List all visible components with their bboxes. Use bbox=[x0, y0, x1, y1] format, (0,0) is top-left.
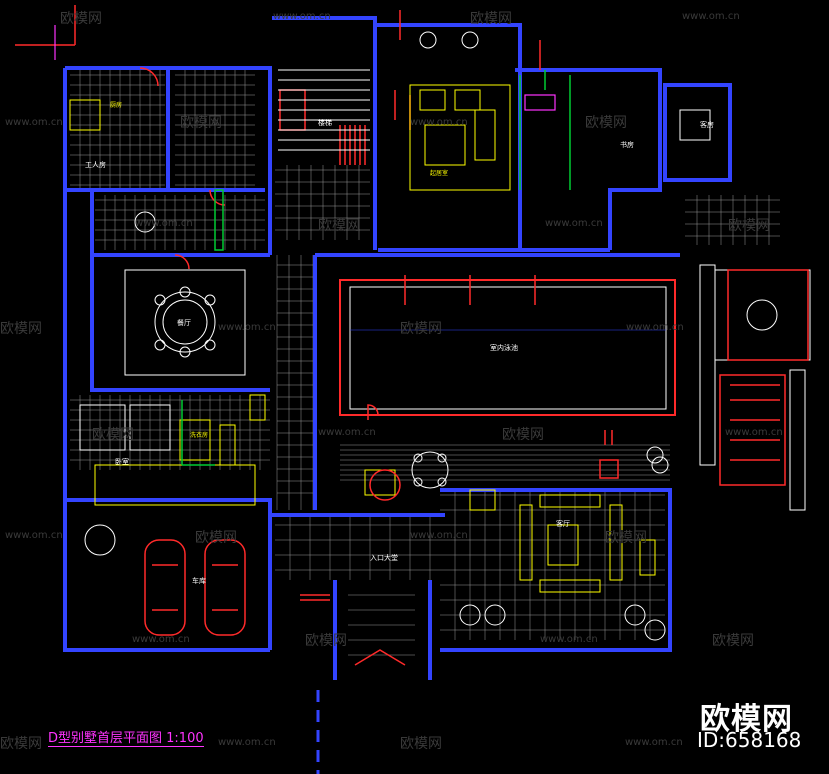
watermark-url: www.om.cn bbox=[626, 322, 684, 333]
red-objects bbox=[144, 269, 809, 636]
room-label-entrance: 入口大堂 bbox=[370, 554, 398, 562]
drawing-title: D型别墅首层平面图 1:100 bbox=[48, 727, 204, 747]
watermark-url: www.om.cn bbox=[540, 634, 598, 645]
walls bbox=[63, 16, 732, 680]
room-label-pool: 室内泳池 bbox=[490, 344, 518, 352]
watermark-brand: 欧模网 bbox=[470, 11, 512, 27]
watermark-url: www.om.cn bbox=[545, 218, 603, 229]
watermark-brand: 欧模网 bbox=[502, 427, 544, 443]
watermark-url: www.om.cn bbox=[410, 117, 468, 128]
room-label-kitchen: 厨房 bbox=[110, 102, 123, 109]
watermark-brand: 欧模网 bbox=[180, 115, 222, 131]
white-furniture bbox=[79, 31, 811, 641]
watermark-brand: 欧模网 bbox=[585, 115, 627, 131]
room-label-lounge: 起居室 bbox=[430, 170, 449, 177]
pool bbox=[339, 279, 676, 416]
room-label-guest: 客房 bbox=[700, 121, 714, 129]
room-label-laundry: 洗衣房 bbox=[190, 432, 209, 439]
watermark-url: www.om.cn bbox=[132, 634, 190, 645]
watermark-brand: 欧模网 bbox=[712, 633, 754, 649]
watermark-url: www.om.cn bbox=[5, 530, 63, 541]
watermark-url: www.om.cn bbox=[5, 117, 63, 128]
watermark-url: www.om.cn bbox=[218, 737, 276, 748]
watermark-url: www.om.cn bbox=[273, 11, 331, 22]
watermark-brand: 欧模网 bbox=[605, 530, 647, 546]
watermark-brand: 欧模网 bbox=[728, 218, 770, 234]
watermark-url: www.om.cn bbox=[625, 737, 683, 748]
room-label-stair: 楼梯 bbox=[318, 119, 332, 127]
yellow-furniture bbox=[69, 84, 656, 593]
watermark-brand: 欧模网 bbox=[0, 321, 42, 337]
watermark-brand: 欧模网 bbox=[92, 427, 134, 443]
room-label-living: 客厅 bbox=[556, 520, 570, 528]
watermark-brand: 欧模网 bbox=[305, 633, 347, 649]
magenta-accents bbox=[54, 25, 556, 111]
red-details bbox=[15, 5, 613, 666]
room-label-dining: 餐厅 bbox=[177, 319, 191, 327]
watermark-url: www.om.cn bbox=[135, 218, 193, 229]
watermark-url: www.om.cn bbox=[410, 530, 468, 541]
watermark-brand: 欧模网 bbox=[318, 218, 360, 234]
watermark-url: www.om.cn bbox=[682, 11, 740, 22]
watermark-brand: 欧模网 bbox=[400, 736, 442, 752]
green-accents bbox=[181, 70, 571, 466]
watermark-brand: 欧模网 bbox=[60, 11, 102, 27]
watermark-url: www.om.cn bbox=[318, 427, 376, 438]
watermark-brand: 欧模网 bbox=[0, 736, 42, 752]
room-label-worker: 工人房 bbox=[85, 161, 106, 169]
model-id: ID:658168 bbox=[697, 728, 802, 752]
room-label-garage: 车库 bbox=[192, 577, 206, 585]
watermark-brand: 欧模网 bbox=[195, 530, 237, 546]
brand-logo-text: 欧模网 bbox=[700, 702, 793, 737]
watermark-brand: 欧模网 bbox=[400, 321, 442, 337]
watermark-url: www.om.cn bbox=[218, 322, 276, 333]
watermark-url: www.om.cn bbox=[725, 427, 783, 438]
room-label-bedroom: 卧室 bbox=[115, 458, 129, 466]
room-label-study: 书房 bbox=[620, 141, 634, 149]
